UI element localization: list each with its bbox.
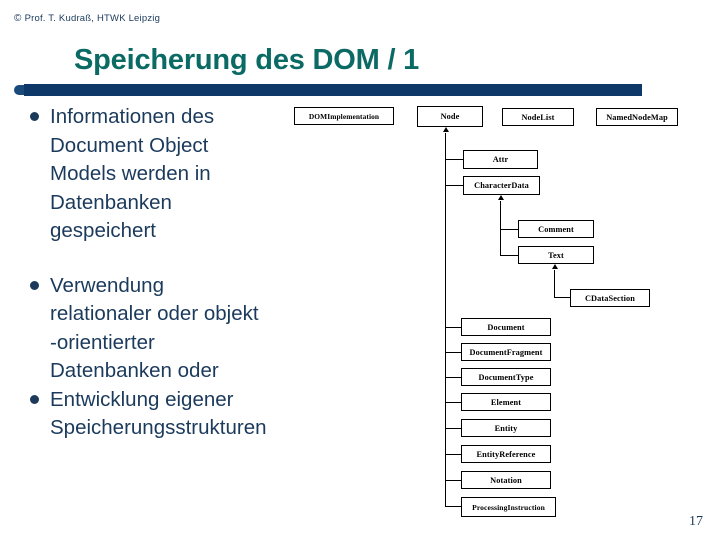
connector-node-document [445,327,461,329]
page-number: 17 [689,514,703,529]
connector-characterdata-comment [500,229,518,231]
connector-node-trunk [445,133,447,507]
list-item: Entwicklung eigener Speicherungsstruktur… [30,386,360,443]
class-box-element[interactable]: Element [461,393,551,411]
bullet-text: Informationen des Document Object Models… [50,105,215,242]
title-divider-bar [24,84,642,96]
bullet-dot-icon [30,280,39,290]
class-box-documentfragment[interactable]: DocumentFragment [461,343,551,361]
class-box-comment[interactable]: Comment [518,220,594,238]
class-box-domimplementation[interactable]: DOMImplementation [294,107,394,125]
class-box-notation[interactable]: Notation [461,471,551,489]
class-box-attr[interactable]: Attr [463,150,538,169]
bullet-spacer [30,246,360,272]
class-box-text[interactable]: Text [518,246,594,264]
page-title: Speicherung des DOM / 1 [74,44,420,76]
connector-node-entity [445,428,461,430]
list-item: Verwendung relationaler oder objekt -ori… [30,272,360,386]
title-divider [14,84,642,96]
connector-text-trunk [554,270,556,298]
copyright-icon: © [14,13,22,24]
connector-node-element [445,402,461,404]
generalization-arrow-node [442,127,449,132]
bullet-list: Informationen des Document Object Models… [30,103,360,443]
class-box-document[interactable]: Document [461,318,551,336]
bullet-text: Entwicklung eigener Speicherungsstruktur… [50,387,267,440]
copyright-line: ©Prof. T. Kudraß, HTWK Leipzig [14,13,160,24]
bullet-dot-icon [30,112,39,121]
connector-node-processinginstruction [445,506,461,508]
list-item: Informationen des Document Object Models… [30,103,360,246]
class-box-node[interactable]: Node [417,106,483,127]
connector-characterdata-trunk [500,201,502,255]
connector-node-characterdata [445,185,463,187]
bullet-text: Verwendung relationaler oder objekt -ori… [50,273,259,383]
connector-characterdata-text [500,255,518,257]
class-box-documenttype[interactable]: DocumentType [461,368,551,386]
class-box-cdatasection[interactable]: CDataSection [570,289,650,307]
generalization-arrow-characterdata [497,195,504,200]
generalization-arrow-text [551,264,558,269]
class-box-entityreference[interactable]: EntityReference [461,445,551,463]
connector-node-attr [445,159,463,161]
class-box-characterdata[interactable]: CharacterData [463,176,540,195]
class-box-namednodemap[interactable]: NamedNodeMap [596,108,678,126]
connector-node-documentfragment [445,352,461,354]
copyright-text: Prof. T. Kudraß, HTWK Leipzig [24,13,161,24]
connector-node-documenttype [445,377,461,379]
class-box-entity[interactable]: Entity [461,419,551,437]
connector-node-notation [445,480,461,482]
class-box-processinginstruction[interactable]: ProcessingInstruction [461,497,556,517]
class-box-nodelist[interactable]: NodeList [502,108,574,126]
connector-node-entityreference [445,454,461,456]
connector-text-cdatasection [554,297,570,299]
bullet-dot-icon [30,394,39,404]
